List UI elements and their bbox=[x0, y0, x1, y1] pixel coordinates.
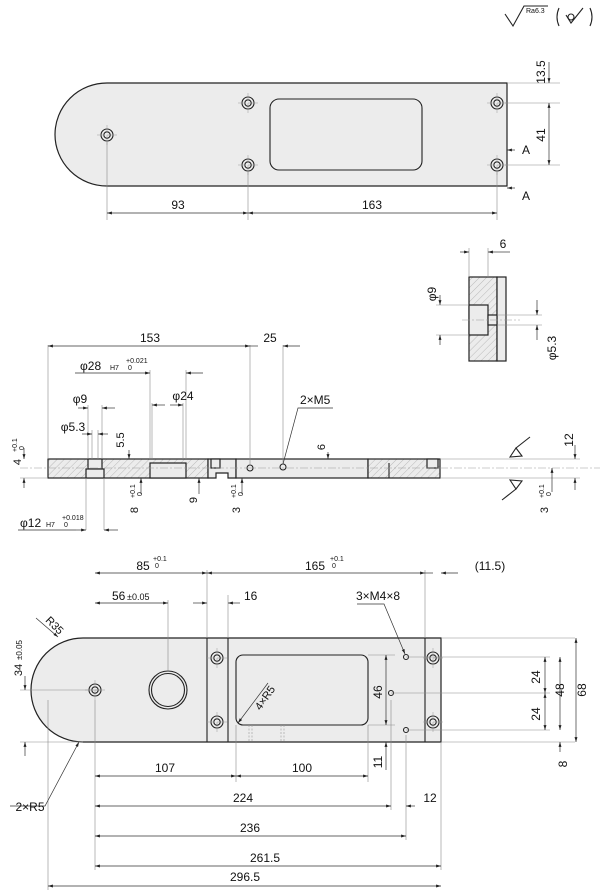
tolerance-label: ±0.05 bbox=[15, 639, 24, 660]
dimension-label: (11.5) bbox=[475, 559, 505, 573]
dimension-label: 296.5 bbox=[230, 870, 260, 884]
side-view-bore bbox=[149, 462, 187, 479]
dimension-label: R35 bbox=[43, 614, 66, 637]
dimension-label: 8 bbox=[556, 760, 570, 767]
leader-r5 bbox=[10, 741, 80, 807]
part-geometry bbox=[20, 5, 600, 743]
dimension-label: 2×M5 bbox=[300, 393, 331, 407]
tolerance-lower: 0 bbox=[238, 492, 245, 496]
dimension-label: 34 bbox=[13, 664, 25, 676]
dimension-label: φ5.3 bbox=[61, 420, 86, 434]
dimension-label: 56 bbox=[112, 589, 126, 603]
tolerance-lower: 0 bbox=[137, 492, 144, 496]
dimension-label: 11 bbox=[371, 755, 385, 768]
dimension-label: 3 bbox=[231, 507, 243, 513]
leader-m4 bbox=[357, 603, 406, 655]
side-view-small-cbore bbox=[210, 458, 221, 469]
dimension-label: 93 bbox=[171, 198, 185, 212]
tolerance-label: ±0.05 bbox=[127, 592, 149, 602]
dimension-label: 163 bbox=[362, 198, 382, 212]
leader-m5 bbox=[282, 407, 333, 465]
tolerance-upper: +0.018 bbox=[62, 515, 84, 522]
top-view-window bbox=[269, 98, 423, 171]
dimension-label: 165 bbox=[305, 559, 325, 573]
dimension-label: φ24 bbox=[172, 389, 193, 403]
dimension-label: 261.5 bbox=[250, 851, 280, 865]
dimension-label: 46 bbox=[371, 685, 385, 699]
fit-label: H7 bbox=[46, 522, 55, 529]
tolerance-lower: 0 bbox=[155, 563, 159, 570]
dimension-label: 9 bbox=[188, 497, 200, 503]
dimension-label: 153 bbox=[140, 331, 160, 345]
dimension-label: 68 bbox=[575, 683, 589, 697]
dimension-label: 24 bbox=[529, 707, 543, 721]
dimension-label: 41 bbox=[534, 128, 548, 142]
roughness-mark-icon bbox=[501, 479, 524, 501]
dimension-label: 6 bbox=[500, 237, 507, 251]
dimension-label: φ9 bbox=[425, 286, 439, 301]
side-view-right-hatch bbox=[367, 458, 441, 479]
dimension-label: 8 bbox=[129, 507, 141, 513]
tolerance-lower: 0 bbox=[332, 563, 336, 570]
tolerance-upper: +0.1 bbox=[231, 484, 238, 498]
dimension-label: 6 bbox=[316, 444, 328, 450]
tolerance-lower: 0 bbox=[64, 522, 68, 529]
bore-inner bbox=[150, 672, 186, 708]
dimension-label: 3×M4×8 bbox=[356, 589, 400, 603]
dimension-label: 13.5 bbox=[534, 60, 548, 84]
dimension-label: φ5.3 bbox=[545, 335, 559, 360]
dimension-label: 4 bbox=[12, 459, 24, 465]
fit-label: H7 bbox=[110, 365, 119, 372]
dimension-label: 16 bbox=[244, 589, 258, 603]
dimension-label: 224 bbox=[233, 791, 253, 805]
leader-r5-4 bbox=[237, 682, 269, 724]
dimension-lines bbox=[10, 62, 580, 890]
dimension-label: 3 bbox=[539, 507, 551, 513]
dimension-label: 236 bbox=[240, 821, 260, 835]
dimension-label: 12 bbox=[562, 433, 576, 447]
tolerance-lower: 0 bbox=[546, 492, 553, 496]
tolerance-upper: +0.1 bbox=[130, 484, 137, 498]
tolerance-upper: +0.1 bbox=[330, 556, 344, 563]
tolerance-upper: +0.021 bbox=[126, 358, 148, 365]
dimension-label: 24 bbox=[529, 670, 543, 684]
dimension-label: 5.5 bbox=[115, 432, 127, 447]
section-view-flange bbox=[496, 276, 507, 362]
leader-r35 bbox=[35, 617, 59, 638]
section-mark-a: A bbox=[522, 143, 530, 157]
tolerance-lower: 0 bbox=[19, 446, 26, 450]
dimension-label: 107 bbox=[155, 761, 175, 775]
bore-outer bbox=[148, 670, 188, 710]
dimension-label: 2×R5 bbox=[15, 800, 44, 814]
tolerance-lower: 0 bbox=[128, 365, 132, 372]
tolerance-upper: +0.1 bbox=[153, 556, 167, 563]
side-view-cbore bbox=[87, 458, 103, 470]
roughness-symbol-icon bbox=[504, 5, 548, 28]
tolerance-upper: +0.1 bbox=[539, 484, 546, 498]
bottom-view-window bbox=[235, 654, 369, 726]
roughness-mark-icon bbox=[508, 436, 531, 458]
dimension-label: 100 bbox=[292, 761, 312, 775]
side-view-phi12 bbox=[85, 468, 105, 479]
dimension-label: φ12 bbox=[20, 516, 41, 530]
side-view-right-cbore bbox=[426, 458, 439, 469]
dimension-label: φ28 bbox=[80, 359, 101, 373]
dimension-label: 12 bbox=[423, 791, 437, 805]
dimension-label: 85 bbox=[136, 559, 150, 573]
top-view-plate bbox=[54, 82, 508, 187]
dimension-label: 25 bbox=[263, 331, 277, 345]
dimension-label: 48 bbox=[553, 683, 567, 697]
dimension-label: φ9 bbox=[73, 392, 88, 406]
roughness-circle-icon bbox=[567, 13, 575, 21]
roughness-value: Ra6.3 bbox=[526, 8, 545, 15]
section-mark-a: A bbox=[522, 189, 530, 203]
tolerance-upper: +0.1 bbox=[12, 438, 19, 452]
side-view-middle bbox=[235, 458, 369, 479]
